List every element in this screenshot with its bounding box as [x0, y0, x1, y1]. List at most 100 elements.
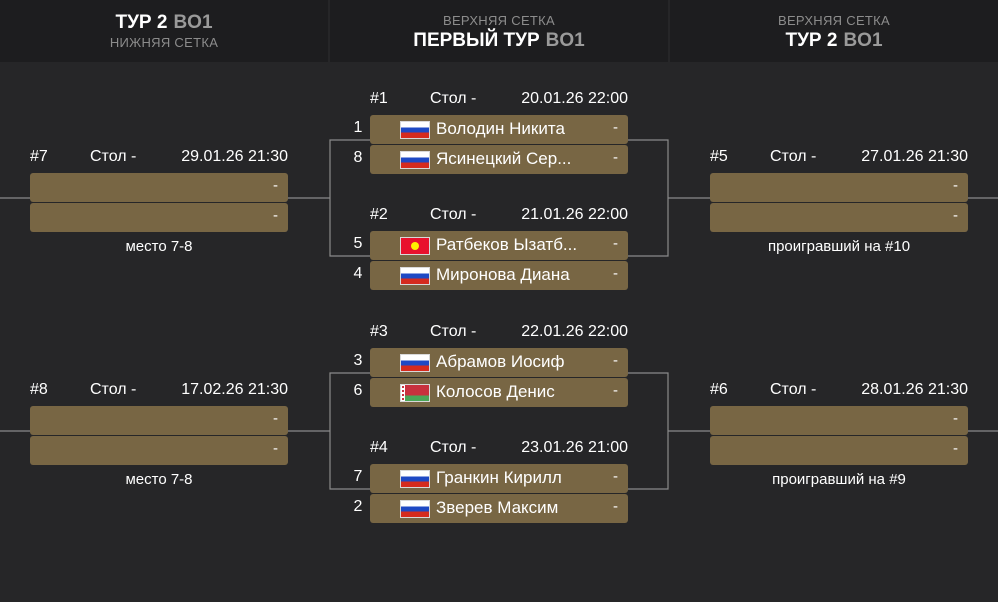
player-slot[interactable]: 6 Колосов Денис -	[354, 378, 628, 407]
column-subtitle: НИЖНЯЯ СЕТКА	[109, 35, 219, 50]
empty-player-slot[interactable]: -	[30, 203, 288, 232]
column-title-text: ТУР 2	[115, 12, 168, 33]
match-6: #6 Стол - 28.01.26 21:30 - - проигравший…	[710, 381, 968, 488]
seed-number: 5	[353, 235, 363, 252]
seed-number: 7	[353, 468, 363, 485]
empty-player-slot[interactable]: -	[710, 436, 968, 465]
player-slot[interactable]: 7 Гранкин Кирилл -	[354, 464, 628, 493]
player-score: -	[273, 207, 278, 224]
player-score: -	[613, 382, 618, 399]
match-datetime: 17.02.26 21:30	[181, 381, 288, 398]
belarus-flag-icon	[400, 384, 430, 402]
match-datetime: 29.01.26 21:30	[181, 148, 288, 165]
player-slot[interactable]: 5 Ратбеков Ызатб... -	[354, 231, 628, 260]
match-2: #2 Стол - 21.01.26 22:00 5 Ратбеков Ызат…	[354, 206, 628, 290]
match-number: #6	[710, 381, 728, 398]
match-number: #7	[30, 148, 48, 165]
match-number: #5	[710, 148, 728, 165]
player-slot[interactable]: 3 Абрамов Иосиф -	[354, 348, 628, 377]
player-name: Ясинецкий Сер...	[436, 149, 572, 168]
match-table: Стол -	[430, 439, 477, 456]
match-table: Стол -	[90, 148, 137, 165]
player-score: -	[953, 440, 958, 457]
match-number: #8	[30, 381, 48, 398]
seed-number: 4	[353, 265, 363, 282]
match-8: #8 Стол - 17.02.26 21:30 - - место 7-8	[30, 381, 288, 488]
player-slot[interactable]: 1 Володин Никита -	[354, 115, 628, 144]
player-score: -	[613, 265, 618, 282]
match-7: #7 Стол - 29.01.26 21:30 - - место 7-8	[30, 148, 288, 255]
player-slot[interactable]: 8 Ясинецкий Сер... -	[354, 145, 628, 174]
player-name: Миронова Диана	[436, 265, 570, 284]
player-slot[interactable]: 2 Зверев Максим -	[354, 494, 628, 523]
player-name: Колосов Денис	[436, 382, 555, 401]
flag-ornament	[401, 385, 405, 401]
russia-flag-icon	[400, 500, 430, 518]
connector-bottom-right	[628, 372, 669, 490]
match-datetime: 28.01.26 21:30	[861, 381, 968, 398]
player-score: -	[953, 207, 958, 224]
player-score: -	[613, 498, 618, 515]
player-name: Гранкин Кирилл	[436, 468, 562, 487]
match-table: Стол -	[90, 381, 137, 398]
player-score: -	[613, 468, 618, 485]
flag-sun-emblem	[411, 242, 419, 250]
match-header: #4 Стол - 23.01.26 21:00	[370, 439, 628, 461]
column-title-text: ТУР 2	[785, 30, 838, 51]
player-score: -	[953, 177, 958, 194]
empty-player-slot[interactable]: -	[30, 173, 288, 202]
seed-number: 2	[353, 498, 363, 515]
empty-player-slot[interactable]: -	[30, 436, 288, 465]
empty-player-slot[interactable]: -	[710, 173, 968, 202]
player-name: Володин Никита	[436, 119, 565, 138]
empty-player-slot[interactable]: -	[710, 203, 968, 232]
match-4: #4 Стол - 23.01.26 21:00 7 Гранкин Кирил…	[354, 439, 628, 523]
connector-bottom-left	[329, 372, 370, 490]
player-score: -	[273, 177, 278, 194]
russia-flag-icon	[400, 470, 430, 488]
player-slot[interactable]: 4 Миронова Диана -	[354, 261, 628, 290]
match-table: Стол -	[430, 323, 477, 340]
column-title-text: ПЕРВЫЙ ТУР	[413, 30, 540, 51]
russia-flag-icon	[400, 121, 430, 139]
kyrgyzstan-flag-icon	[400, 237, 430, 255]
empty-player-slot[interactable]: -	[710, 406, 968, 435]
match-header: #8 Стол - 17.02.26 21:30	[30, 381, 288, 403]
match-table: Стол -	[770, 381, 817, 398]
best-of-label: BO1	[173, 12, 213, 33]
connector-top-right	[628, 139, 669, 257]
match-header: #6 Стол - 28.01.26 21:30	[710, 381, 968, 403]
seed-number: 3	[353, 352, 363, 369]
column-subtitle: ВЕРХНЯЯ СЕТКА	[442, 13, 556, 28]
match-datetime: 23.01.26 21:00	[521, 439, 628, 456]
player-score: -	[613, 149, 618, 166]
player-score: -	[273, 410, 278, 427]
match-header: #2 Стол - 21.01.26 22:00	[370, 206, 628, 228]
russia-flag-icon	[400, 151, 430, 169]
match-caption: место 7-8	[125, 471, 193, 488]
player-name: Ратбеков Ызатб...	[436, 235, 578, 254]
match-1: #1 Стол - 20.01.26 22:00 1 Володин Никит…	[354, 90, 628, 174]
empty-player-slot[interactable]: -	[30, 406, 288, 435]
match-datetime: 27.01.26 21:30	[861, 148, 968, 165]
match-table: Стол -	[430, 206, 477, 223]
match-caption: проигравший на #9	[772, 471, 906, 488]
match-caption: проигравший на #10	[767, 238, 911, 255]
match-5: #5 Стол - 27.01.26 21:30 - - проигравший…	[710, 148, 968, 255]
match-caption: место 7-8	[125, 238, 193, 255]
match-number: #1	[370, 90, 388, 107]
seed-number: 1	[353, 119, 363, 136]
player-score: -	[613, 235, 618, 252]
match-number: #2	[370, 206, 388, 223]
match-header: #1 Стол - 20.01.26 22:00	[370, 90, 628, 112]
match-number: #4	[370, 439, 388, 456]
match-header: #5 Стол - 27.01.26 21:30	[710, 148, 968, 170]
